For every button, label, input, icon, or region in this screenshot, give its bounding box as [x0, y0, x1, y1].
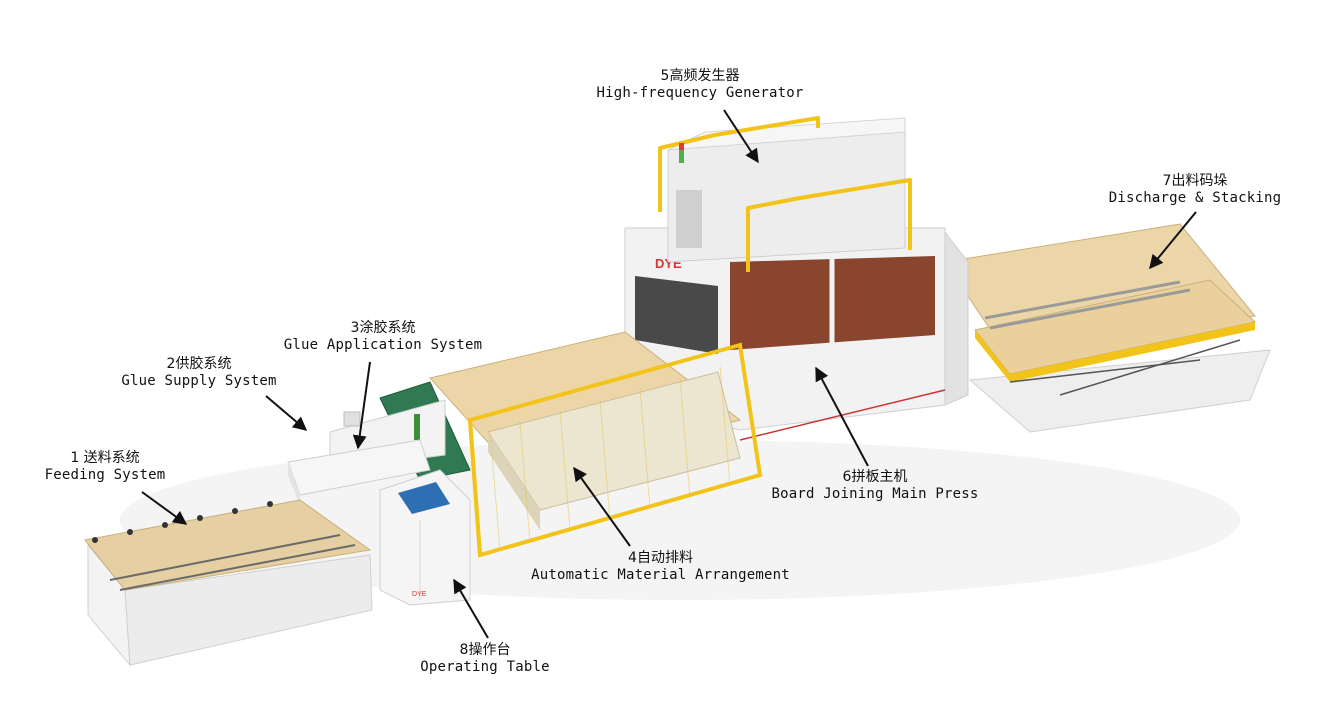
arrow-feeding: [141, 491, 188, 525]
label-discharge: 7出料码垛 Discharge & Stacking: [1090, 173, 1300, 207]
label-glue-supply-cn: 2供胶系统: [166, 356, 232, 372]
arrow-main-press: [815, 366, 869, 467]
label-operating-table: 8操作台 Operating Table: [410, 642, 560, 676]
arrow-discharge: [1149, 211, 1197, 270]
label-hf-generator-cn: 5高频发生器: [660, 68, 740, 84]
label-main-press-en: Board Joining Main Press: [771, 486, 979, 502]
label-feeding: 1 送料系统 Feeding System: [30, 450, 180, 484]
arrangement-unit: [429, 331, 763, 558]
label-arrangement: 4自动排料 Automatic Material Arrangement: [518, 550, 803, 584]
label-glue-application: 3涂胶系统 Glue Application System: [268, 320, 498, 354]
label-hf-generator: 5高频发生器 High-frequency Generator: [585, 68, 815, 102]
label-glue-application-cn: 3涂胶系统: [350, 320, 416, 336]
label-feeding-en: Feeding System: [44, 467, 166, 483]
svg-text:DYE: DYE: [412, 591, 427, 598]
label-arrangement-en: Automatic Material Arrangement: [531, 567, 790, 583]
label-main-press: 6拼板主机 Board Joining Main Press: [760, 469, 990, 503]
arrow-operating-table: [453, 578, 489, 639]
label-discharge-cn: 7出料码垛: [1162, 173, 1228, 189]
label-operating-table-cn: 8操作台: [459, 642, 511, 658]
label-hf-generator-en: High-frequency Generator: [596, 85, 804, 101]
arrow-glue-application: [352, 361, 371, 450]
label-glue-supply: 2供胶系统 Glue Supply System: [104, 356, 294, 390]
label-main-press-cn: 6拼板主机: [842, 469, 908, 485]
glue-supply-unit: [287, 439, 431, 505]
label-arrangement-cn: 4自动排料: [628, 550, 693, 566]
leader-arrows: [141, 109, 1197, 639]
label-discharge-en: Discharge & Stacking: [1108, 190, 1282, 206]
feeding-unit: [84, 499, 373, 667]
operating-table-unit: DYE: [379, 469, 471, 606]
arrow-hf-generator: [723, 109, 759, 164]
label-operating-table-en: Operating Table: [420, 659, 550, 675]
discharge-stacking-unit: [944, 223, 1271, 433]
label-feeding-cn: 1 送料系统: [70, 450, 140, 466]
label-glue-application-en: Glue Application System: [283, 337, 483, 353]
hf-generator-unit: [658, 116, 912, 272]
label-glue-supply-en: Glue Supply System: [121, 373, 277, 389]
arrow-glue-supply: [265, 395, 308, 431]
arrow-arrangement: [573, 466, 631, 547]
